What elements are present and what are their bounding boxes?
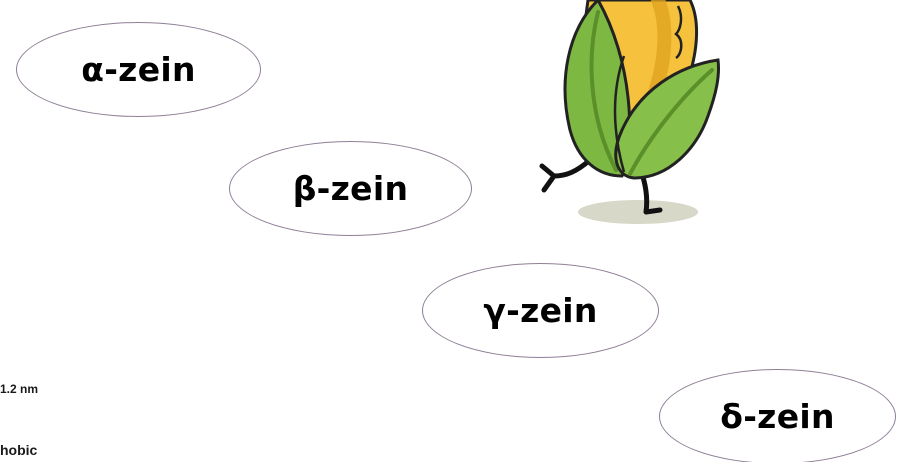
beta-zein-label: β-zein [292, 169, 409, 208]
beta-zein-ellipse: β-zein [229, 141, 472, 236]
mascot-shadow [578, 200, 698, 224]
gamma-zein-label: γ-zein [483, 291, 598, 330]
alpha-zein-label: α-zein [81, 50, 196, 89]
side-measure-text: 1.2 nm [0, 382, 39, 396]
corn-mascot-icon [539, 0, 720, 224]
mascot-left-leg [539, 157, 593, 193]
side-hydrophobic-text: hobic [0, 442, 38, 458]
gamma-zein-ellipse: γ-zein [422, 263, 659, 358]
delta-zein-label: δ-zein [720, 397, 835, 436]
alpha-zein-ellipse: α-zein [16, 22, 261, 117]
mascot-husk-left [563, 0, 632, 178]
delta-zein-ellipse: δ-zein [659, 369, 896, 462]
